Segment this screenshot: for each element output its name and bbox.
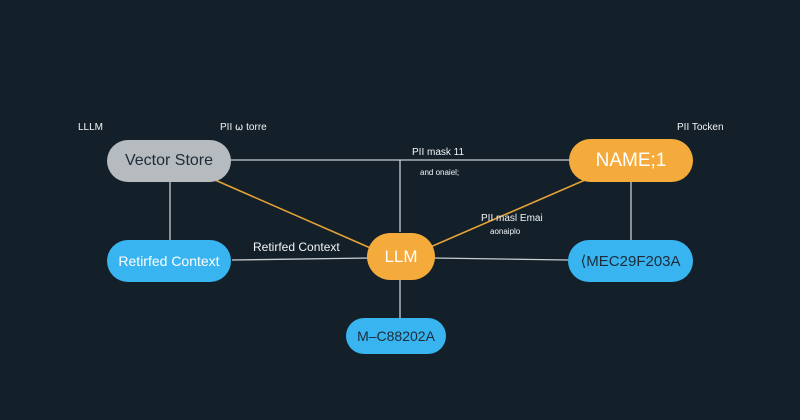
edge-context-to-llm [231,257,371,261]
node-token-bottom[interactable]: M–C88202A [346,318,446,354]
label-pii-token: PII Tocken [677,122,724,133]
label-pii-mask-top: PII mask 11 [412,147,465,158]
node-retrieved-context[interactable]: Retirfed Context [107,240,231,282]
label-pii-mask-right-sub: aonaiplo [490,227,521,236]
node-token-right[interactable]: ⟨MEC29F203A [568,240,693,282]
label-top-left: LLLM [78,122,104,133]
label-retrieved-edge: Retirfed Context [253,240,340,254]
edge-name-to-llm [427,179,586,249]
node-vector-store[interactable]: Vector Store [107,140,231,182]
label-pii-store: PII ⍵ torre [220,122,267,133]
node-name-token[interactable]: NAME;1 [569,139,693,182]
label-pii-mask-top-sub: and onaiel; [420,168,460,177]
edge-vector-to-llm [214,179,376,251]
node-llm[interactable]: LLM [367,233,435,280]
edge-llm-to-token [433,257,569,261]
label-pii-mask-right: PII masl Emai [481,213,543,224]
